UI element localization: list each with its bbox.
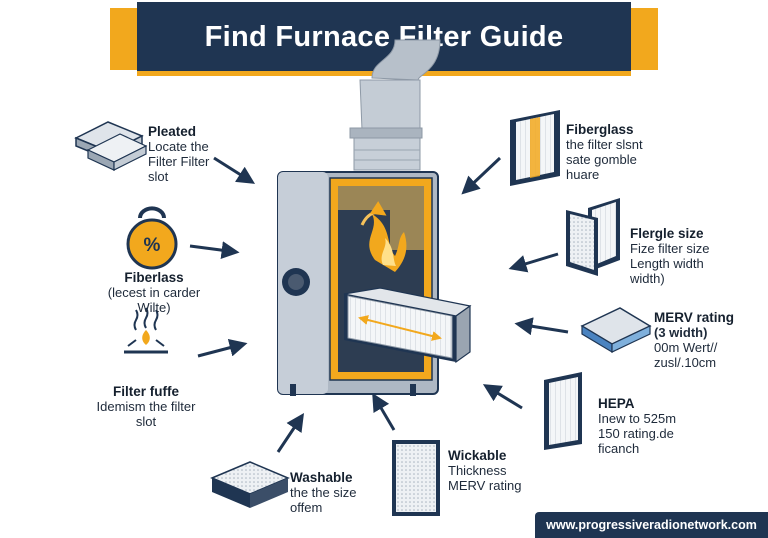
arrow-fiberglass bbox=[461, 156, 502, 195]
website-url: www.progressiveradionetwork.com bbox=[546, 518, 757, 532]
label-merv-rating: MERV rating (3 width) 00m Wert// zusl/.1… bbox=[654, 310, 735, 370]
label-hepa: HEPA Inew to 525m 150 rating.de ficanch bbox=[598, 396, 677, 456]
arrow-hepa bbox=[482, 384, 523, 410]
percent-weight-icon bbox=[126, 206, 178, 270]
arrow-fiberlass bbox=[189, 241, 240, 260]
arrows bbox=[189, 156, 569, 453]
website-footer: www.progressiveradionetwork.com bbox=[535, 512, 768, 538]
arrow-washable bbox=[276, 413, 304, 453]
page-title: Find Furnace Filter Guide bbox=[204, 21, 564, 53]
duct-icon bbox=[349, 39, 441, 171]
arrow-wickable bbox=[372, 392, 396, 431]
arrow-filter-fuffe bbox=[197, 338, 248, 358]
flame-heat-icon bbox=[124, 307, 168, 354]
label-fiberlass: Fiberlass (lecest in carder Wilte) bbox=[107, 270, 201, 315]
size-filter-icon bbox=[566, 198, 620, 276]
pleated-filter-icon bbox=[74, 121, 148, 171]
label-filter-fuffe: Filter fuffe Idemism the filter slot bbox=[96, 384, 196, 429]
arrow-merv-rating bbox=[514, 317, 569, 336]
label-fiberglass: Fiberglass the filter slsnt sate gomble … bbox=[566, 122, 643, 182]
label-flergle-size: Flergle size Fize filter size Length wid… bbox=[630, 226, 710, 286]
arrow-flergle-size bbox=[508, 252, 559, 273]
sliding-filter bbox=[343, 287, 472, 364]
wickable-filter-icon bbox=[392, 440, 440, 516]
title-accent-left bbox=[110, 8, 137, 70]
label-washable: Washable the the size offem bbox=[290, 470, 357, 515]
label-pleated: Pleated Locate the Filter Filter slot bbox=[148, 124, 210, 184]
title-accent-right bbox=[631, 8, 658, 70]
furnace-icon bbox=[277, 171, 439, 396]
washable-filter-icon bbox=[210, 461, 290, 508]
arrow-pleated bbox=[213, 156, 256, 184]
label-wickable: Wickable Thickness MERV rating bbox=[448, 448, 522, 493]
fiberglass-filter-icon bbox=[510, 110, 560, 186]
hepa-filter-icon bbox=[544, 372, 582, 450]
percent-symbol: % bbox=[144, 235, 161, 256]
merv-filter-icon bbox=[580, 307, 652, 354]
